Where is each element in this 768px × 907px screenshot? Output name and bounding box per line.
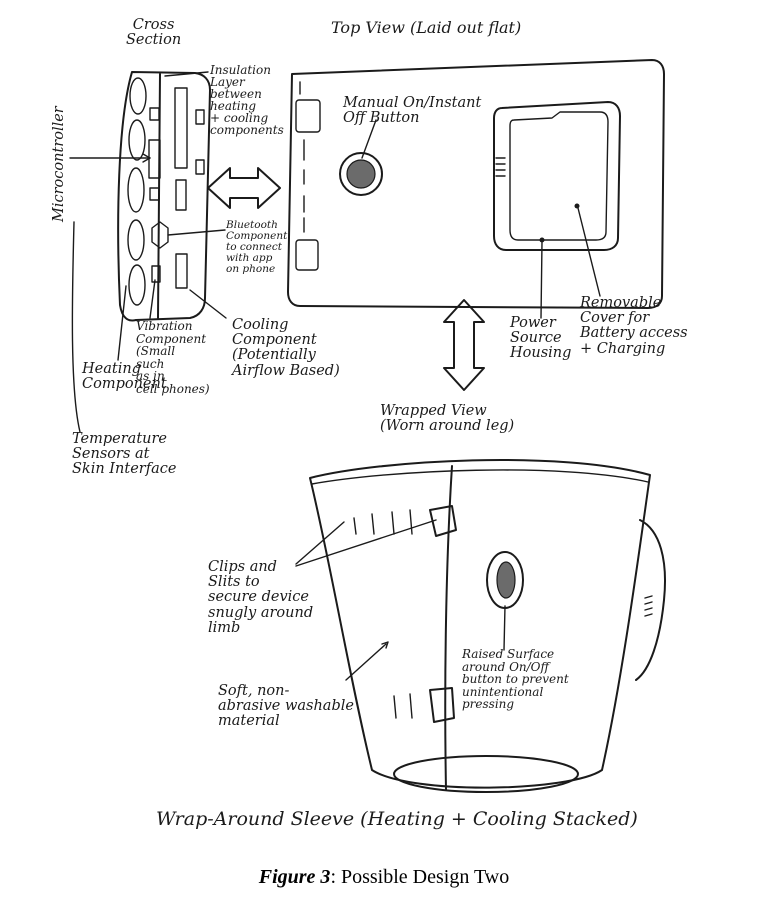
- cooling-label: Cooling Component (Potentially Airflow B…: [232, 317, 340, 379]
- raised-surface-label: Raised Surface around On/Off button to p…: [462, 647, 569, 712]
- vibration-label: Vibration Component (Small such as in ce…: [136, 319, 210, 396]
- top-view-drawing: [287, 59, 665, 309]
- cross-section-drawing: [117, 71, 211, 322]
- figure-caption: Figure 3: Possible Design Two: [0, 866, 768, 889]
- figure-number: Figure 3: [258, 866, 331, 888]
- cross-to-top-arrow: [207, 167, 281, 209]
- clips-slits-label: Clips and Slits to secure device snugly …: [208, 559, 314, 636]
- removable-cover-label: Removable Cover for Battery access + Cha…: [580, 295, 688, 357]
- insulation-label: Insulation Layer between heating + cooli…: [210, 63, 284, 137]
- soft-material-label: Soft, non- abrasive washable material: [218, 683, 354, 730]
- microcontroller-label: Microcontroller: [51, 106, 67, 222]
- power-source-label: Power Source Housing: [510, 315, 572, 362]
- manual-button-label: Manual On/Instant Off Button: [343, 95, 482, 127]
- leader-lines: [69, 71, 601, 681]
- top-to-wrapped-arrow: [443, 299, 485, 391]
- figure-caption-text: : Possible Design Two: [330, 866, 510, 888]
- sleeve-title-label: Wrap-Around Sleeve (Heating + Cooling St…: [156, 808, 638, 830]
- wrapped-sleeve-drawing: [309, 459, 666, 793]
- cross-section-label: Cross Section: [126, 17, 182, 49]
- bluetooth-hexagon: [151, 221, 169, 249]
- heating-label: Heating Component: [82, 361, 167, 393]
- wrapped-view-label: Wrapped View (Worn around leg): [380, 403, 515, 435]
- top-view-label: Top View (Laid out flat): [331, 18, 522, 37]
- bluetooth-label: Bluetooth Component to connect with app …: [226, 219, 288, 276]
- temperature-label: Temperature Sensors at Skin Interface: [72, 431, 177, 478]
